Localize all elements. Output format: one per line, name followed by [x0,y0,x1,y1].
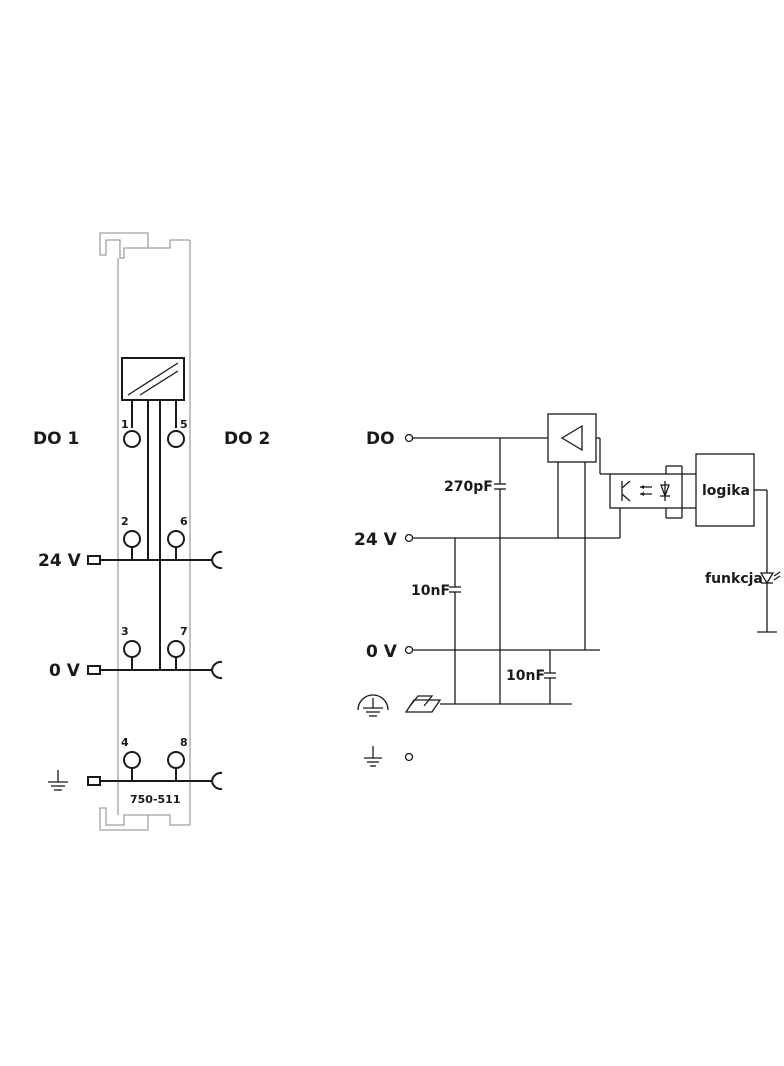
label-do1: DO 1 [33,429,79,449]
din-rail-icon [404,695,442,713]
ground-icon [364,746,382,767]
optocoupler [609,473,683,509]
cap-270pf-label: 270pF [444,479,493,495]
terminal-number: 2 [121,515,129,528]
logic-connection [665,465,696,519]
led-branch [754,489,777,633]
module-electronics-block [121,357,185,401]
logic-label: logika [702,483,750,499]
module-outline [99,232,191,831]
module-internal-wiring [131,400,177,670]
terminal-number: 5 [180,418,188,431]
terminal-contacts [123,430,185,781]
label-0v-right: 0 V [366,642,398,662]
terminal-number: 8 [180,736,188,749]
label-24v-left: 24 V [38,551,82,571]
terminal-number: 6 [180,515,188,528]
module-buses [87,550,223,791]
terminal-number: 7 [180,625,188,638]
terminal-number: 1 [121,418,129,431]
label-0v-left: 0 V [49,661,81,681]
schematic-wiring [404,413,621,762]
terminal-number: 3 [121,625,129,638]
part-number: 750-511 [130,793,181,806]
protective-earth-icon [357,694,389,717]
label-24v-right: 24 V [354,530,398,550]
cap-10nf-left-label: 10nF [411,583,450,599]
label-do: DO [366,429,395,449]
label-do2: DO 2 [224,429,270,449]
terminal-number: 4 [121,736,129,749]
led-icon [773,571,781,581]
ground-icon [48,770,68,791]
function-led-label: funkcja [705,571,763,587]
cap-10nf-right-label: 10nF [506,668,545,684]
